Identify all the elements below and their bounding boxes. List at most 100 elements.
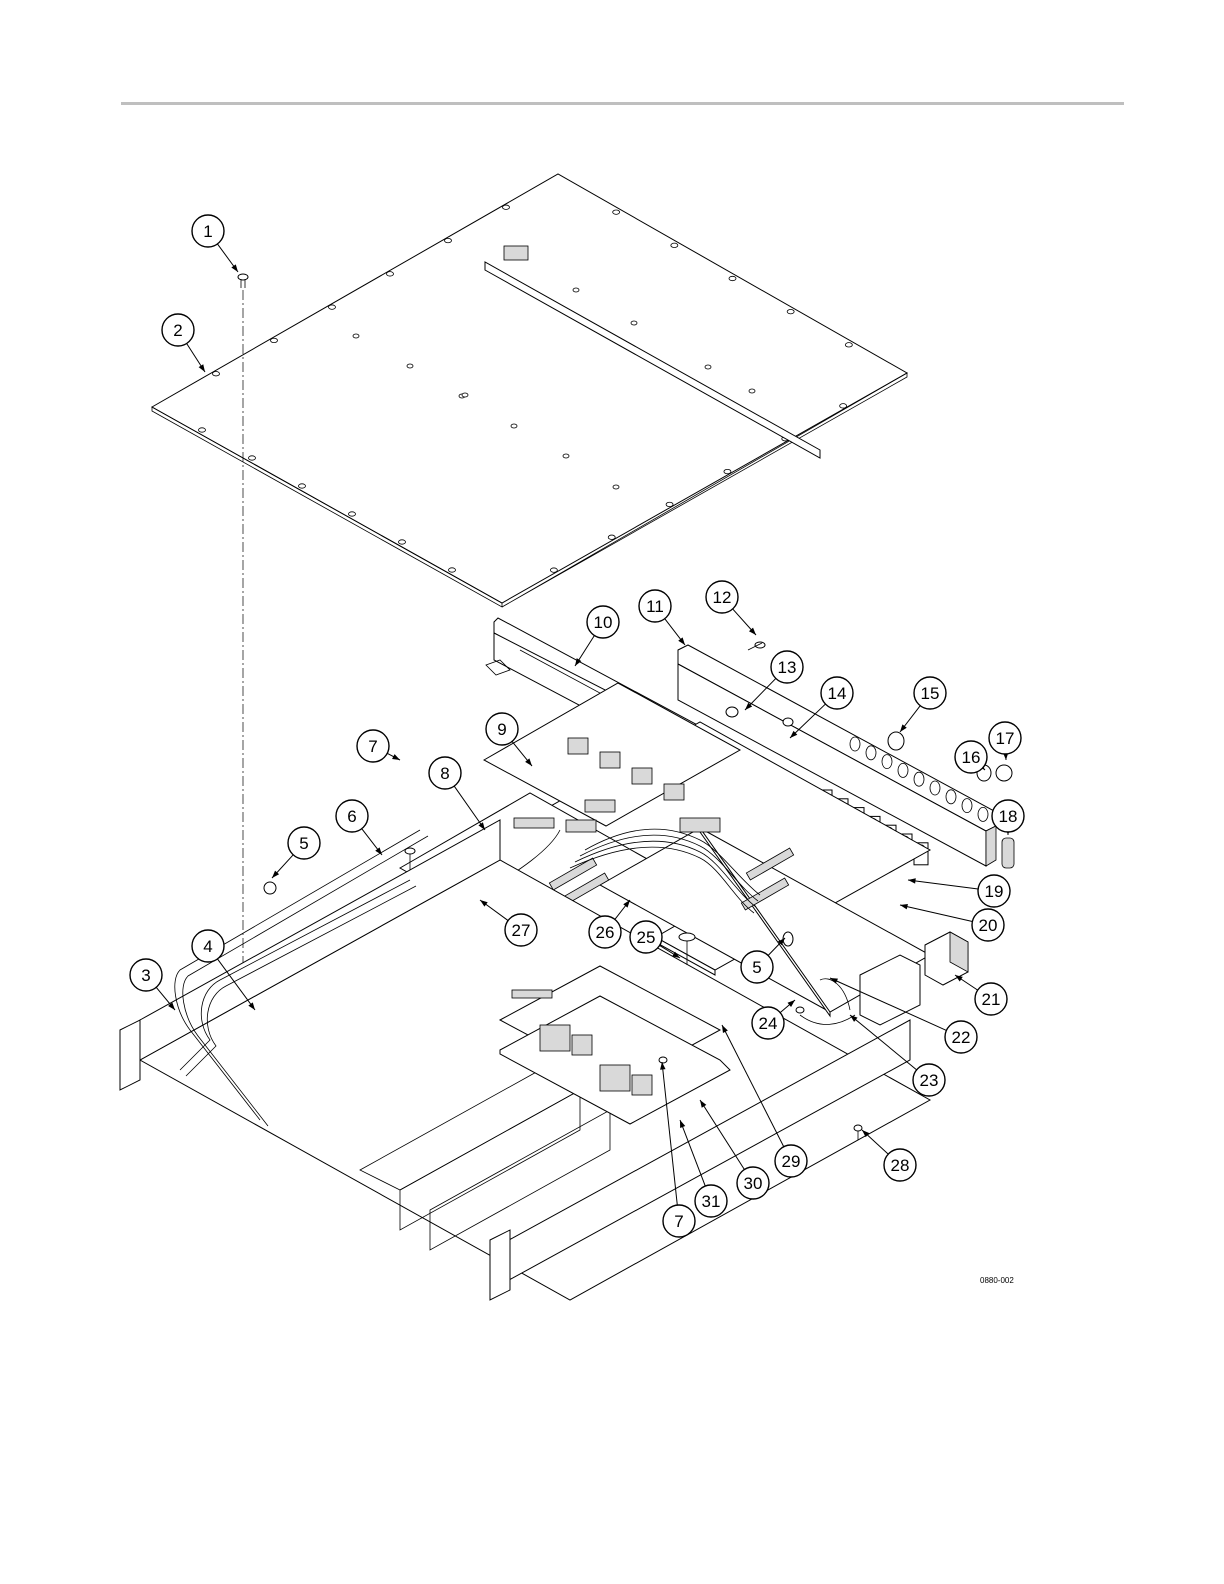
callout: 22 xyxy=(945,1021,977,1053)
screw-2 xyxy=(238,274,248,288)
callout-label: 11 xyxy=(646,597,664,616)
callout-label: 5 xyxy=(752,958,761,977)
panel-hole xyxy=(930,781,940,795)
mounting-hole xyxy=(613,210,620,214)
mounting-hole xyxy=(299,484,306,488)
callout-label: 24 xyxy=(759,1014,778,1033)
callout-label: 21 xyxy=(982,990,1001,1009)
callout: 26 xyxy=(589,916,621,948)
mounting-hole xyxy=(399,540,406,544)
callout: 24 xyxy=(752,1007,784,1039)
callout-label: 2 xyxy=(173,321,182,340)
callout: 10 xyxy=(587,606,619,638)
mounting-hole xyxy=(563,454,569,458)
callout: 16 xyxy=(955,741,987,773)
top-cover xyxy=(152,174,907,607)
callout-label: 15 xyxy=(921,684,940,703)
callout-label: 25 xyxy=(637,928,656,947)
callout: 9 xyxy=(486,713,518,745)
leader-arrowhead xyxy=(908,878,916,883)
callout-label: 1 xyxy=(203,222,212,241)
mounting-hole xyxy=(503,205,510,209)
leader-arrowhead xyxy=(231,264,238,272)
mounting-hole xyxy=(573,288,579,292)
callout-label: 12 xyxy=(713,588,732,607)
callout-label: 19 xyxy=(985,882,1004,901)
callout: 6 xyxy=(336,800,368,832)
mounting-hole xyxy=(329,305,336,309)
mounting-hole xyxy=(407,364,413,368)
mounting-hole xyxy=(608,535,615,539)
mounting-hole xyxy=(840,404,847,408)
mounting-hole xyxy=(845,343,852,347)
callout: 19 xyxy=(978,875,1010,907)
callout: 23 xyxy=(913,1064,945,1096)
callout: 5 xyxy=(741,951,773,983)
callout: 3 xyxy=(130,959,162,991)
mounting-hole xyxy=(349,512,356,516)
leader-arrowhead xyxy=(199,364,205,372)
callout-label: 20 xyxy=(979,916,998,935)
mounting-hole xyxy=(449,568,456,572)
mounting-hole xyxy=(353,334,359,338)
callout-label: 31 xyxy=(702,1192,721,1211)
callout: 18 xyxy=(992,800,1024,832)
mounting-hole xyxy=(462,393,468,397)
callout: 11 xyxy=(639,590,671,622)
callout-label: 30 xyxy=(744,1174,763,1193)
callout: 31 xyxy=(695,1185,727,1217)
callout: 4 xyxy=(192,930,224,962)
mounting-hole xyxy=(749,389,755,393)
callout-label: 27 xyxy=(512,921,531,940)
mounting-hole xyxy=(445,238,452,242)
callout: 30 xyxy=(737,1167,769,1199)
mounting-hole xyxy=(249,456,256,460)
callout-label: 7 xyxy=(674,1212,683,1231)
callout-label: 18 xyxy=(999,807,1018,826)
mounting-hole xyxy=(631,321,637,325)
leader-arrowhead xyxy=(392,754,400,760)
panel-hole xyxy=(898,763,908,777)
panel-hole xyxy=(866,746,876,760)
callout-label: 16 xyxy=(962,748,981,767)
callout: 14 xyxy=(821,677,853,709)
callout: 2 xyxy=(162,314,194,346)
callout-label: 14 xyxy=(828,684,847,703)
callout: 21 xyxy=(975,983,1007,1015)
callout: 28 xyxy=(884,1149,916,1181)
callout: 7 xyxy=(357,730,389,762)
mounting-hole xyxy=(387,272,394,276)
mounting-hole xyxy=(271,338,278,342)
panel-hole xyxy=(978,807,988,821)
callout: 1 xyxy=(192,215,224,247)
mounting-hole xyxy=(199,428,206,432)
panel-hole xyxy=(962,799,972,813)
callout-label: 13 xyxy=(778,658,797,677)
leader-line xyxy=(454,786,485,830)
callout-label: 23 xyxy=(920,1071,939,1090)
callout-label: 7 xyxy=(368,737,377,756)
callout: 7 xyxy=(663,1205,695,1237)
callout: 20 xyxy=(972,909,1004,941)
leader-line xyxy=(908,880,978,889)
leader-line xyxy=(900,905,972,921)
callout-label: 17 xyxy=(996,729,1015,748)
callout: 15 xyxy=(914,677,946,709)
figure-id: 0880-002 xyxy=(980,1276,1014,1285)
mounting-hole xyxy=(671,243,678,247)
callout-label: 9 xyxy=(497,720,506,739)
callout: 29 xyxy=(775,1145,807,1177)
mounting-hole xyxy=(729,276,736,280)
mounting-hole xyxy=(613,485,619,489)
callout-label: 26 xyxy=(596,923,615,942)
callout-label: 29 xyxy=(782,1152,801,1171)
callout: 12 xyxy=(706,581,738,613)
callout-label: 6 xyxy=(347,807,356,826)
callout-label: 3 xyxy=(141,966,150,985)
mounting-hole xyxy=(705,365,711,369)
callout-label: 5 xyxy=(299,834,308,853)
mounting-hole xyxy=(213,372,220,376)
callout-label: 22 xyxy=(952,1028,971,1047)
callout-label: 8 xyxy=(440,764,449,783)
